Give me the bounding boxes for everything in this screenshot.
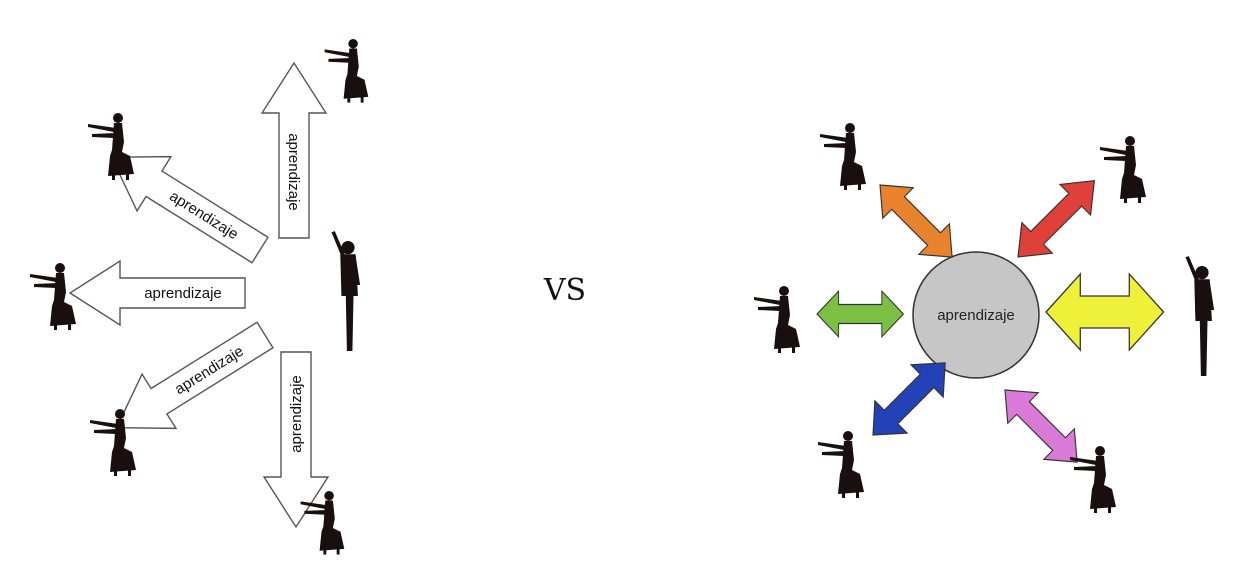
student-figure-left-right: [754, 286, 800, 353]
arrow-down-label: aprendizaje: [288, 375, 305, 453]
arrow-up-label: aprendizaje: [285, 133, 302, 211]
student-figure-upper-right: [1100, 136, 1146, 203]
arrow-down: aprendizaje: [263, 351, 329, 528]
arrow-blue: [856, 346, 962, 452]
arrow-red: [1002, 164, 1111, 273]
left-diagram: aprendizaje aprendizaje aprendizaje apre…: [30, 38, 369, 555]
arrow-left-label: aprendizaje: [144, 285, 222, 302]
arrow-green: [816, 290, 905, 338]
student-figure-left: [30, 263, 76, 330]
arrow-yellow: [1045, 273, 1165, 351]
right-diagram: aprendizaje: [754, 123, 1215, 513]
student-figure-lower-left-right: [818, 431, 864, 498]
arrow-up: aprendizaje: [261, 62, 327, 239]
learning-circle: [912, 251, 1040, 379]
student-figure-upper-left: [88, 113, 134, 180]
arrow-left: aprendizaje: [69, 260, 246, 326]
arrow-pink: [989, 374, 1093, 478]
arrow-orange: [864, 169, 968, 273]
student-figure-upper-left-right: [820, 123, 866, 190]
student-figure-top: [324, 38, 369, 103]
arrow-lower-left: aprendizaje: [98, 307, 283, 456]
teacher-figure-right: [1185, 256, 1215, 376]
teacher-figure-left: [331, 231, 361, 351]
vs-label: VS: [543, 273, 586, 308]
learning-circle-label: aprendizaje: [937, 307, 1015, 324]
